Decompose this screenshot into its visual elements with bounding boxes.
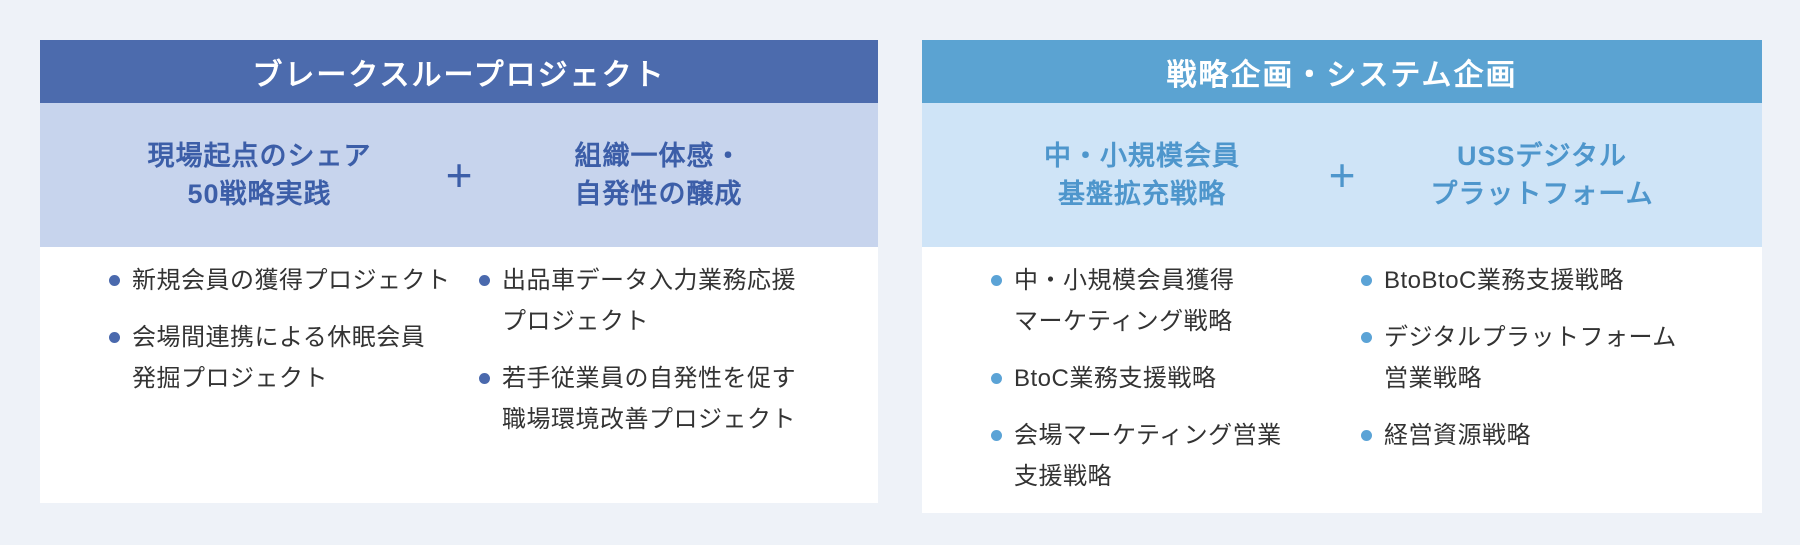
list-item-text: 新規会員の獲得プロジェクト xyxy=(132,267,451,294)
plus-icon: + xyxy=(1328,149,1356,201)
bullet-icon xyxy=(991,430,1002,441)
list-item-text: 出品車データ入力業務応援 xyxy=(502,267,796,294)
strategy-block-uss-digital-platform: USSデジタル プラットフォーム xyxy=(1377,137,1707,213)
panel-title: ブレークスループロジェクト xyxy=(40,40,878,103)
panel-breakthrough-project: ブレークスループロジェクト 現場起点のシェア 50戦略実践 + 組織一体感・ 自… xyxy=(40,40,878,503)
list-item: BtoC業務支援戦略 xyxy=(991,358,1374,399)
strategy-line: USSデジタル xyxy=(1457,141,1627,171)
list-item: BtoBtoC業務支援戦略 xyxy=(1361,260,1732,301)
strategy-block-member-base-expansion: 中・小規模会員 基盤拡充戦略 xyxy=(977,137,1307,213)
strategy-line: 組織一体感・ xyxy=(574,141,743,171)
list-item: 会場マーケティング営業 支援戦略 xyxy=(991,415,1374,497)
panel-strategy-system-planning: 戦略企画・システム企画 中・小規模会員 基盤拡充戦略 + USSデジタル プラッ… xyxy=(922,40,1762,513)
list-item-text: 会場マーケティング営業 xyxy=(1014,422,1282,449)
panel-body: 新規会員の獲得プロジェクト 会場間連携による休眠会員 発掘プロジェクト 出品車デ… xyxy=(40,247,878,503)
list-item-text: 中・小規模会員獲得 xyxy=(1014,267,1235,294)
strategy-line: 自発性の醸成 xyxy=(574,179,743,209)
list-item-text: 若手従業員の自発性を促す xyxy=(502,365,796,392)
strategy-line: プラットフォーム xyxy=(1430,179,1654,209)
list-item-text: 発掘プロジェクト xyxy=(132,365,328,392)
panel-body: 中・小規模会員獲得 マーケティング戦略 BtoC業務支援戦略 会場マーケティング… xyxy=(922,247,1762,513)
list-item: 会場間連携による休眠会員 発掘プロジェクト xyxy=(109,317,492,399)
strategy-line: 中・小規模会員 xyxy=(1044,141,1240,171)
bullet-icon xyxy=(1361,332,1372,343)
strategy-block-genba-share50: 現場起点のシェア 50戦略実践 xyxy=(95,137,424,213)
plus-icon: + xyxy=(445,149,473,201)
strategy-block-organization-unity: 組織一体感・ 自発性の醸成 xyxy=(494,137,823,213)
bullet-icon xyxy=(109,275,120,286)
bullet-list-column: 中・小規模会員獲得 マーケティング戦略 BtoC業務支援戦略 会場マーケティング… xyxy=(991,260,1384,513)
bullet-icon xyxy=(1361,275,1372,286)
strategy-line: 50戦略実践 xyxy=(187,179,332,209)
list-item-text: 支援戦略 xyxy=(1014,463,1112,490)
bullet-icon xyxy=(479,373,490,384)
bullet-icon xyxy=(991,373,1002,384)
bullet-list-column: 新規会員の獲得プロジェクト 会場間連携による休眠会員 発掘プロジェクト xyxy=(109,260,502,456)
strategy-line: 現場起点のシェア xyxy=(147,141,372,171)
list-item-text: 経営資源戦略 xyxy=(1384,422,1531,449)
bullet-icon xyxy=(1361,430,1372,441)
list-item: 出品車データ入力業務応援 プロジェクト xyxy=(479,260,848,342)
bullet-list-column: 出品車データ入力業務応援 プロジェクト 若手従業員の自発性を促す 職場環境改善プ… xyxy=(479,260,858,456)
list-item-text: 職場環境改善プロジェクト xyxy=(502,406,796,433)
list-item-text: 会場間連携による休眠会員 xyxy=(132,324,426,351)
strategy-band: 現場起点のシェア 50戦略実践 + 組織一体感・ 自発性の醸成 xyxy=(40,103,878,247)
list-item-text: 営業戦略 xyxy=(1384,365,1482,392)
list-item: 中・小規模会員獲得 マーケティング戦略 xyxy=(991,260,1374,342)
list-item-text: マーケティング戦略 xyxy=(1014,308,1233,335)
bullet-icon xyxy=(479,275,490,286)
list-item: 若手従業員の自発性を促す 職場環境改善プロジェクト xyxy=(479,358,848,440)
list-item-text: プロジェクト xyxy=(502,308,649,335)
panel-title: 戦略企画・システム企画 xyxy=(922,40,1762,103)
list-item-text: BtoBtoC業務支援戦略 xyxy=(1384,267,1624,294)
bullet-icon xyxy=(991,275,1002,286)
list-item: 経営資源戦略 xyxy=(1361,415,1732,456)
strategy-line: 基盤拡充戦略 xyxy=(1058,179,1226,209)
strategy-band: 中・小規模会員 基盤拡充戦略 + USSデジタル プラットフォーム xyxy=(922,103,1762,247)
list-item: デジタルプラットフォーム 営業戦略 xyxy=(1361,317,1732,399)
list-item-text: BtoC業務支援戦略 xyxy=(1014,365,1217,392)
list-item: 新規会員の獲得プロジェクト xyxy=(109,260,492,301)
list-item-text: デジタルプラットフォーム xyxy=(1384,324,1677,351)
bullet-icon xyxy=(109,332,120,343)
bullet-list-column: BtoBtoC業務支援戦略 デジタルプラットフォーム 営業戦略 経営資源戦略 xyxy=(1361,260,1742,513)
